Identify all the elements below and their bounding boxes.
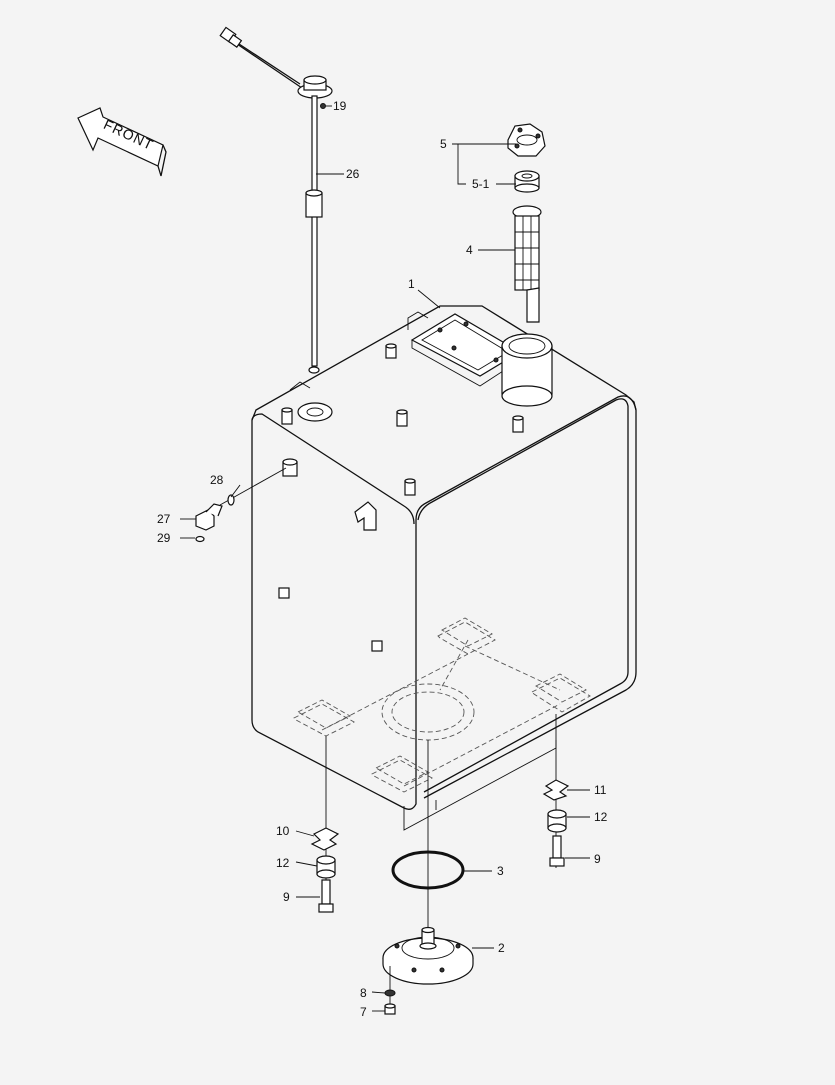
fuel-tank-part-1 [251,305,637,810]
front-direction-arrow: FRONT [77,107,167,177]
callout-27: 27 [157,512,171,526]
left-mount-parts [310,736,340,913]
callout-9-right: 9 [594,852,601,866]
washer-part-8 [384,989,396,997]
filler-cap-part-5 [507,123,546,157]
right-mount-parts [542,714,570,868]
callout-4: 4 [466,243,473,257]
level-sender-part-26 [219,26,333,374]
callout-12-left: 12 [276,856,290,870]
callout-2: 2 [498,941,505,955]
callout-11: 11 [594,783,607,797]
o-ring-part-3 [391,740,465,940]
o-ring-part-28 [227,494,235,506]
callout-29: 29 [157,531,171,545]
drain-cover-part-2 [382,926,474,985]
hidden-mount-outlines [293,617,591,793]
tank-bosses [281,343,524,496]
callout-10: 10 [276,824,290,838]
callout-19: 19 [333,99,347,113]
elbow-fitting-part-27 [195,467,287,543]
callout-7: 7 [360,1005,367,1019]
bolt-part-7 [384,1003,396,1015]
callout-28: 28 [210,473,224,487]
callout-8: 8 [360,986,367,1000]
cap-seal-part-5-1 [514,170,540,193]
callout-labels: 19 26 5 5-1 4 1 28 27 29 11 12 9 10 12 9… [157,99,608,1019]
callout-3: 3 [497,864,504,878]
callout-5-1: 5-1 [472,177,490,191]
o-ring-part-29 [195,535,205,543]
strainer-part-4 [512,205,542,323]
callout-5: 5 [440,137,447,151]
callout-1: 1 [408,277,415,291]
callout-leaders [180,105,590,1012]
screw-part-19 [320,103,326,109]
callout-12-right: 12 [594,810,608,824]
callout-9-left: 9 [283,890,290,904]
callout-26: 26 [346,167,360,181]
